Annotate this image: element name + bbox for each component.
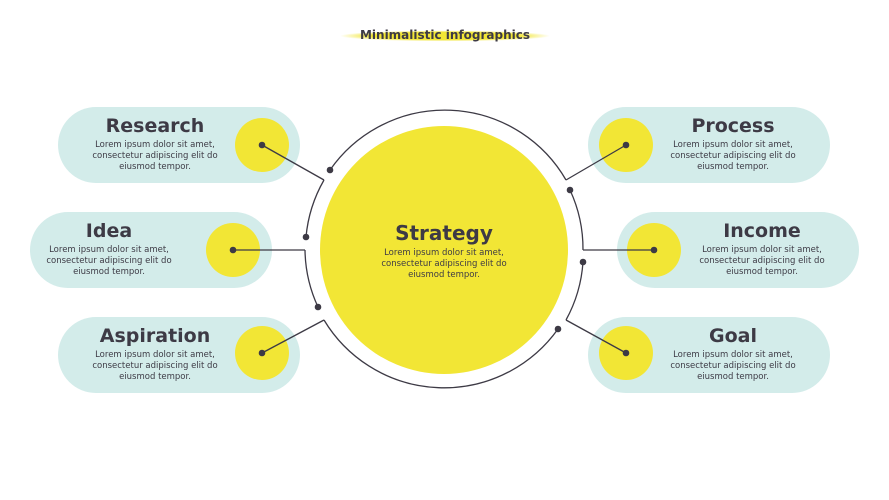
ring-arc <box>304 249 319 308</box>
ring-arc <box>323 319 559 389</box>
item-process: Process Lorem ipsum dolor sit amet, cons… <box>658 114 808 173</box>
ring-arc <box>305 179 325 238</box>
dot-icon <box>229 246 237 254</box>
item-title: Research <box>105 115 205 137</box>
dot-icon <box>258 141 266 149</box>
dot-icon <box>258 349 266 357</box>
dot-icon <box>554 325 562 333</box>
dot-icon <box>302 233 310 241</box>
item-research: Research Lorem ipsum dolor sit amet, con… <box>80 114 230 173</box>
center-text: Strategy Lorem ipsum dolor sit amet, con… <box>364 220 524 281</box>
dot-icon <box>566 186 574 194</box>
ring-arc <box>569 189 584 251</box>
item-aspiration: Aspiration Lorem ipsum dolor sit amet, c… <box>80 324 230 383</box>
connector-aspiration <box>261 319 325 354</box>
item-body: Lorem ipsum dolor sit amet, consectetur … <box>699 245 825 277</box>
item-title: Income <box>723 220 801 242</box>
ring-arc <box>329 109 567 181</box>
connector-process <box>565 144 627 181</box>
ring-arc <box>565 261 584 321</box>
item-goal: Goal Lorem ipsum dolor sit amet, consect… <box>658 324 808 383</box>
dot-icon <box>579 258 587 266</box>
item-body: Lorem ipsum dolor sit amet, consectetur … <box>92 140 218 172</box>
connector-research <box>261 144 325 181</box>
item-idea: Idea Lorem ipsum dolor sit amet, consect… <box>34 219 184 278</box>
item-title: Idea <box>85 220 133 242</box>
dot-icon <box>314 303 322 311</box>
connector-goal <box>565 319 627 354</box>
center-circle <box>320 126 568 374</box>
item-body: Lorem ipsum dolor sit amet, consectetur … <box>670 350 796 382</box>
item-income: Income Lorem ipsum dolor sit amet, conse… <box>687 219 837 278</box>
dot-icon <box>622 141 630 149</box>
center-title: Strategy <box>395 221 493 245</box>
item-body: Lorem ipsum dolor sit amet, consectetur … <box>670 140 796 172</box>
item-body: Lorem ipsum dolor sit amet, consectetur … <box>92 350 218 382</box>
dot-icon <box>622 349 630 357</box>
dot-icon <box>326 166 334 174</box>
center-body: Lorem ipsum dolor sit amet, consectetur … <box>381 248 507 280</box>
item-body: Lorem ipsum dolor sit amet, consectetur … <box>46 245 172 277</box>
item-title: Goal <box>709 325 757 347</box>
item-title: Process <box>691 115 775 137</box>
title: Minimalistic infographics <box>340 26 550 44</box>
item-title: Aspiration <box>99 325 211 347</box>
dot-icon <box>650 246 658 254</box>
